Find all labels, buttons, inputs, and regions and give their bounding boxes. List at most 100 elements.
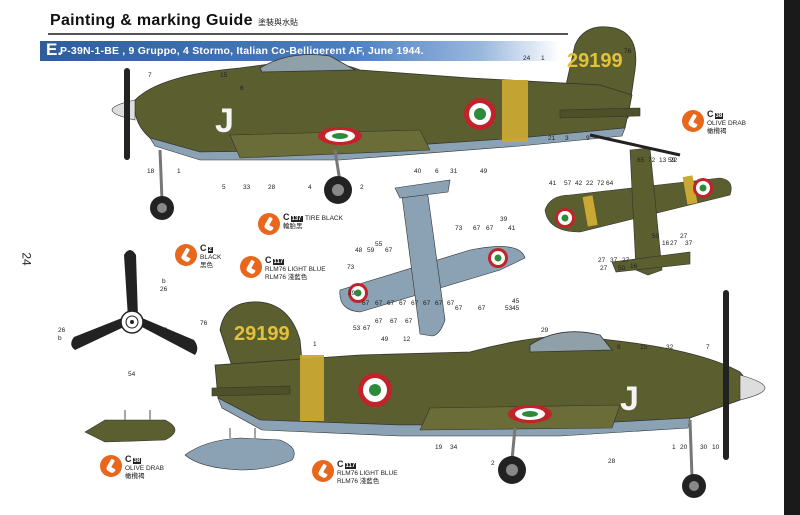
part-number-callout: 76 xyxy=(624,48,632,55)
part-number-callout: 15 xyxy=(640,344,648,351)
swatch-number: 38 xyxy=(714,113,724,119)
part-number-callout: 15 xyxy=(220,72,228,79)
part-number-callout: 39 xyxy=(348,290,356,297)
part-number-callout: 67 xyxy=(423,300,431,307)
part-number-callout: 67 xyxy=(455,305,463,312)
page-title: Painting & marking Guide xyxy=(50,12,253,29)
page-title-chinese: 塗裝與水貼 xyxy=(258,18,298,27)
part-number-callout: 27 xyxy=(622,257,630,264)
variant-letter: E. xyxy=(46,40,63,59)
part-number-callout: 5 xyxy=(222,184,226,191)
part-number-callout: 37 xyxy=(685,240,693,247)
part-number-callout: 19 xyxy=(435,444,443,451)
top-profile-canopy xyxy=(259,54,357,73)
drop-tank-olive xyxy=(84,410,176,443)
bottom-profile-spinner xyxy=(739,374,766,401)
paint-brush-icon xyxy=(682,110,704,132)
part-number-callout: 67 xyxy=(390,318,398,325)
part-number-callout: 67 xyxy=(363,325,371,332)
swatch-code: C xyxy=(265,255,272,265)
top-profile-fuselage-roundel xyxy=(464,98,496,130)
part-number-callout: 40 xyxy=(414,168,422,175)
part-number-callout: 67 xyxy=(473,225,481,232)
part-number-callout: 27 xyxy=(680,233,688,240)
part-number-callout: 10 xyxy=(712,444,720,451)
swatch-name: OLIVE DRAB xyxy=(125,465,165,472)
part-number-callout: 26 xyxy=(160,327,168,334)
swatch-number: 117 xyxy=(344,463,357,469)
top-profile-wing-roundel xyxy=(318,127,362,145)
bottom-profile-stabilizer xyxy=(211,385,291,397)
part-number-callout: 67 xyxy=(399,300,407,307)
part-number-callout: 54 xyxy=(128,371,136,378)
part-number-callout: 53 xyxy=(505,305,513,312)
underside-roundel-right xyxy=(488,248,508,268)
swatch-name-cn: 輪胎黑 xyxy=(283,223,303,230)
part-number-callout: 39 xyxy=(500,216,508,223)
part-number-callout: 26 xyxy=(58,327,66,334)
bottom-profile-wing-roundel xyxy=(508,405,552,423)
swatch-number: 137 xyxy=(290,216,303,222)
prop-blade-top xyxy=(124,250,138,318)
paint-brush-icon xyxy=(175,244,197,266)
part-number-callout: 27 xyxy=(600,265,608,272)
part-number-callout: 16 xyxy=(630,263,638,270)
swatch-name: OLIVE DRAB xyxy=(707,120,747,127)
part-number-callout: 1 xyxy=(672,444,676,451)
part-number-callout: 59 xyxy=(367,247,375,254)
part-number-callout: 27 xyxy=(598,257,606,264)
part-number-callout: 48 xyxy=(355,247,363,254)
swatch-name: BLACK xyxy=(200,254,222,261)
swatch-number: 38 xyxy=(132,458,142,464)
part-number-callout: 28 xyxy=(268,184,276,191)
top-plan-view xyxy=(544,133,732,276)
part-number-callout: 41 xyxy=(549,180,557,187)
top-profile-spinner xyxy=(111,99,136,121)
part-number-callout: 24 xyxy=(523,55,531,62)
paint-brush-icon xyxy=(312,460,334,482)
underside-plan-view xyxy=(339,179,526,337)
part-number-callout: 7 xyxy=(148,72,152,79)
top-plan-propeller xyxy=(589,133,681,157)
swatch-name: RLM76 LIGHT BLUE xyxy=(265,266,326,273)
part-number-callout: 13 xyxy=(659,157,667,164)
swatch-code: C xyxy=(337,459,344,469)
top-side-profile: J 29199 xyxy=(111,26,641,220)
part-number-callout: 7 xyxy=(706,344,710,351)
part-number-callout: 9 xyxy=(586,135,590,142)
top-profile-serial: 29199 xyxy=(567,50,623,72)
prop-blade-right xyxy=(140,318,198,355)
part-number-callout: 53 xyxy=(353,325,361,332)
part-number-callout: 49 xyxy=(381,336,389,343)
part-number-callout: 55 xyxy=(375,241,383,248)
page-edge-bar xyxy=(784,0,800,515)
top-profile-nose-strut xyxy=(158,149,164,201)
part-number-callout: 18 xyxy=(147,168,155,175)
part-number-callout: 67 xyxy=(405,318,413,325)
bottom-profile-nose-strut xyxy=(688,419,694,479)
bottom-profile-canopy xyxy=(529,331,613,353)
part-number-callout: 29 xyxy=(541,327,549,334)
swatch-name-cn: 橄欖褐 xyxy=(125,473,145,480)
top-plan-yellow-band-right xyxy=(682,175,698,205)
part-number-callout: 65 xyxy=(637,157,645,164)
part-number-callout: 72 xyxy=(597,180,605,187)
part-number-callout: 6 xyxy=(435,168,439,175)
part-number-callout: 67 xyxy=(478,305,486,312)
part-number-callout: 50 xyxy=(652,233,660,240)
part-number-callout: 67 xyxy=(411,300,419,307)
underside-roundel-left xyxy=(348,283,368,303)
part-number-callout: 57 xyxy=(564,180,572,187)
part-number-callout: 12 xyxy=(403,336,411,343)
top-plan-stabilizer xyxy=(611,251,691,273)
top-plan-roundel-left xyxy=(555,208,575,228)
top-profile-stabilizer xyxy=(559,107,641,119)
part-number-callout: 22 xyxy=(586,180,594,187)
